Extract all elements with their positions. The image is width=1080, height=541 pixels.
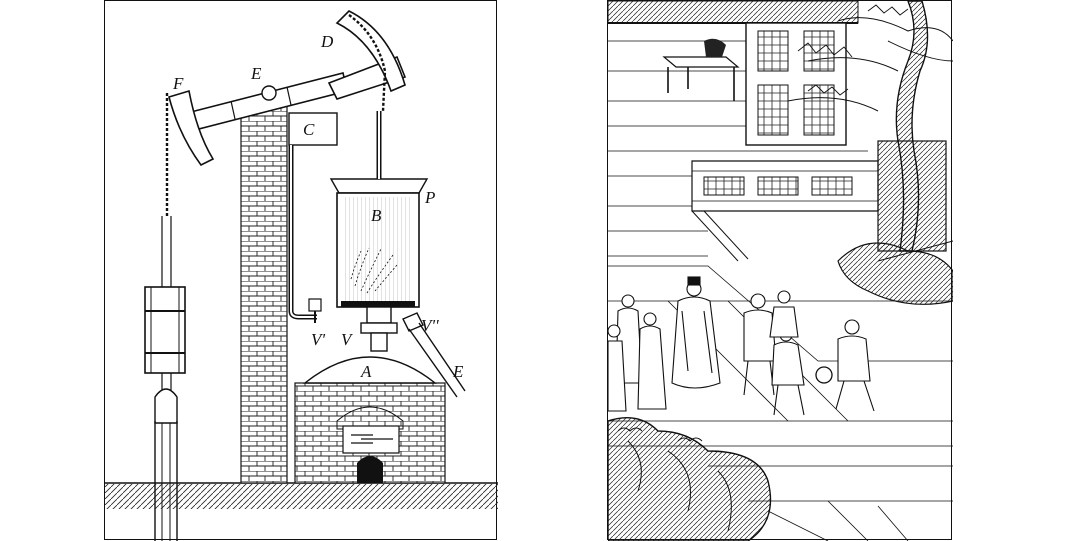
water-cistern bbox=[288, 112, 338, 323]
label-v-prime: V' bbox=[311, 330, 325, 349]
rocking-beam bbox=[168, 10, 407, 167]
shrub bbox=[837, 242, 953, 305]
steam-engine-drawing: F E D C B P V' V V'' A E bbox=[105, 10, 498, 541]
figure-player-3 bbox=[769, 290, 799, 338]
ground bbox=[105, 482, 498, 509]
label-v-double-prime: V'' bbox=[421, 316, 439, 335]
label-p: P bbox=[424, 188, 435, 207]
valves bbox=[360, 306, 466, 398]
steam-engine-illustration: F E D C B P V' V V'' A E bbox=[104, 0, 498, 541]
pump-rod bbox=[144, 216, 186, 541]
label-b: B bbox=[371, 206, 382, 225]
pavilion-door bbox=[745, 22, 847, 146]
label-e-pipe: E bbox=[452, 362, 464, 381]
label-a: A bbox=[360, 362, 372, 381]
group-of-figures bbox=[608, 276, 875, 416]
courtyard-illustration bbox=[607, 0, 953, 541]
label-v: V bbox=[341, 330, 354, 349]
roof-eave bbox=[608, 1, 859, 24]
label-f: F bbox=[172, 74, 184, 93]
pine-tree bbox=[787, 1, 953, 252]
figure-kicker bbox=[835, 319, 875, 412]
label-e-beam: E bbox=[250, 64, 262, 83]
figure-attendant-2 bbox=[637, 312, 667, 410]
steam-cylinder bbox=[329, 111, 429, 308]
brick-wall bbox=[240, 102, 288, 484]
figure-attendant-3 bbox=[608, 324, 627, 412]
figure-player-1 bbox=[743, 293, 777, 396]
cuju-ball bbox=[815, 366, 833, 384]
figure-player-2 bbox=[771, 328, 805, 416]
table bbox=[662, 38, 740, 101]
figure-official bbox=[671, 276, 721, 389]
diagram-labels: F E D C B P V' V V'' A E bbox=[172, 32, 464, 381]
courtyard-drawing bbox=[608, 1, 953, 541]
garden-rocks bbox=[608, 417, 772, 541]
label-d: D bbox=[320, 32, 334, 51]
chains bbox=[165, 14, 387, 216]
boiler-furnace bbox=[294, 356, 446, 484]
label-c: C bbox=[303, 120, 315, 139]
